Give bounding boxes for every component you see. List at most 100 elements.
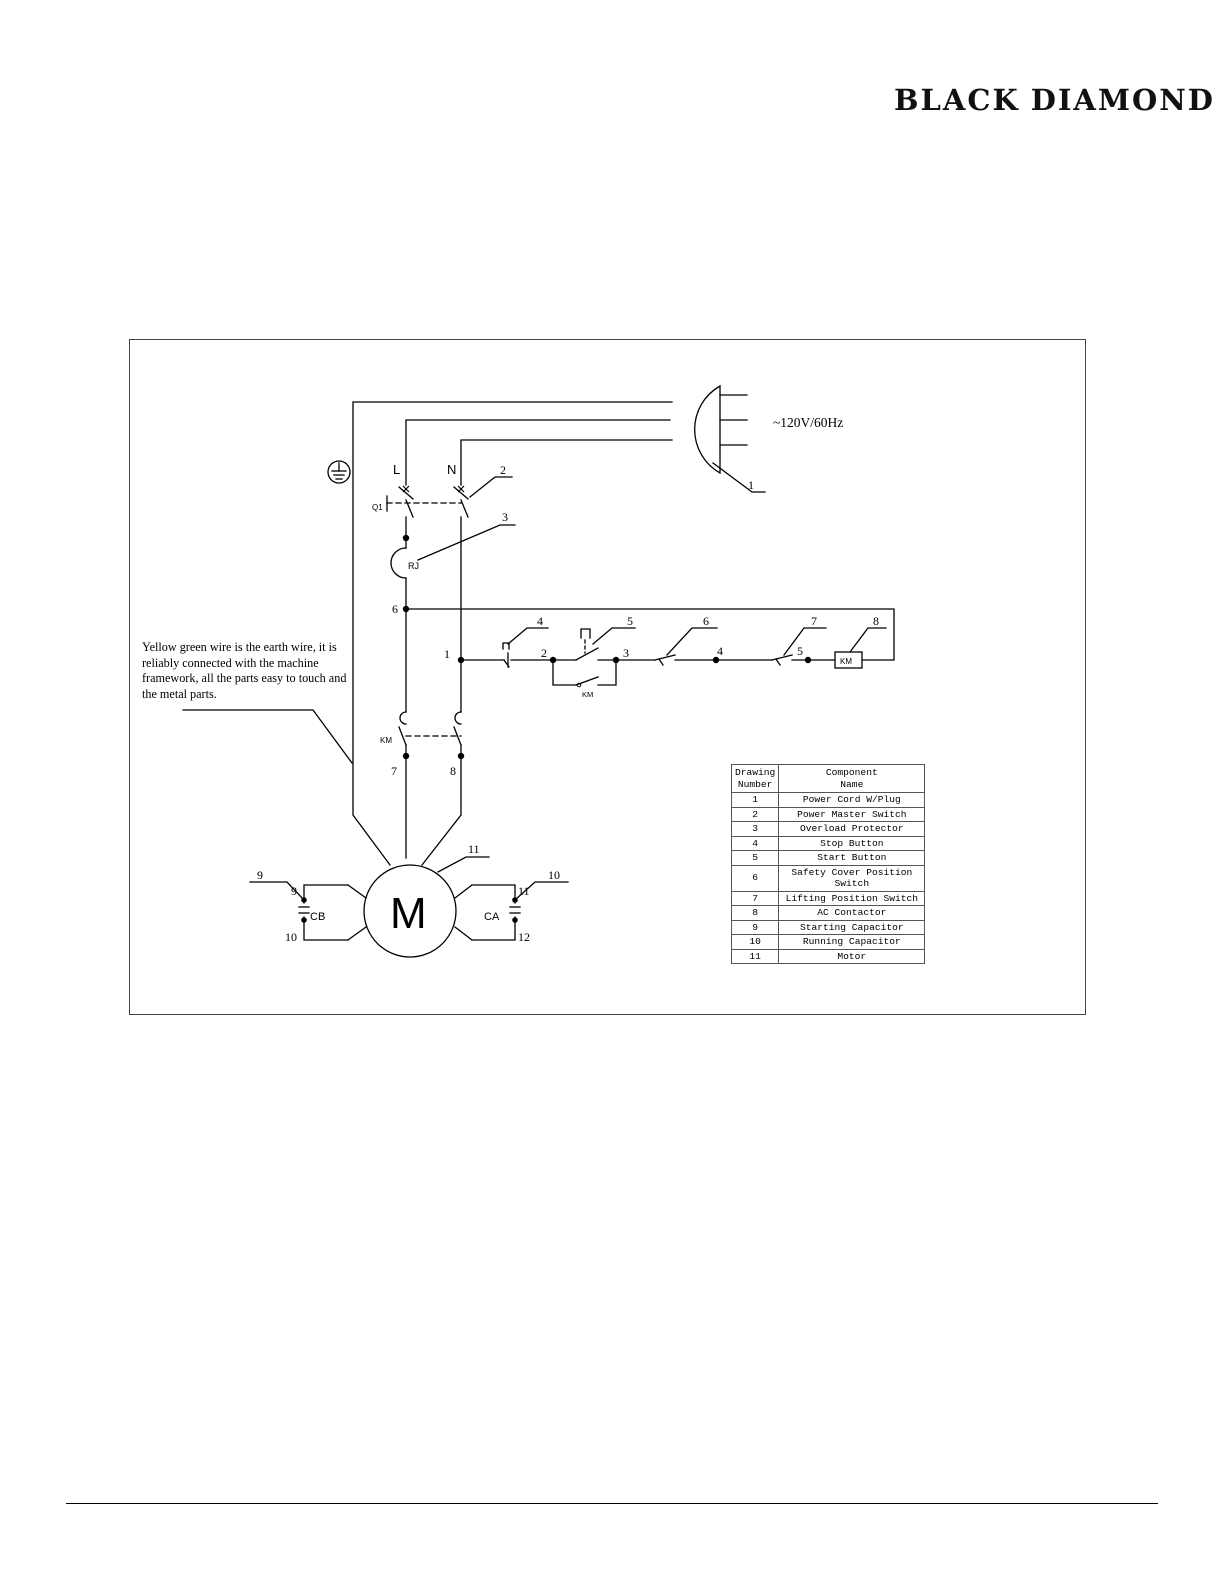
earth-note-leader <box>182 709 353 764</box>
junction-dot <box>457 752 465 760</box>
node-label-4: 4 <box>717 644 723 658</box>
brand-right: DIAMOND <box>1030 83 1215 117</box>
breaker-label: Q1 <box>372 503 383 512</box>
terminal-label-12: 12 <box>518 930 530 944</box>
junction-dot <box>804 656 812 664</box>
contactor-contact-n <box>454 711 462 725</box>
breaker-blade-n <box>460 499 469 518</box>
callout-leader-3 <box>417 524 516 561</box>
footer-rule <box>66 1503 1158 1504</box>
callout-3: 3 <box>502 510 508 524</box>
callout-leader-5 <box>592 627 636 645</box>
cap-run-lead <box>454 926 473 941</box>
line-wire <box>405 419 671 486</box>
junction-dot <box>549 656 557 664</box>
junction-dot <box>402 534 410 542</box>
brand-left: BLACK <box>894 83 1020 117</box>
ground-icon <box>327 460 351 484</box>
safety-switch-actuator <box>658 658 664 666</box>
junction-dot <box>457 656 465 664</box>
lifting-switch <box>771 654 793 661</box>
aux-contact <box>575 676 599 686</box>
cap-start-wire <box>303 884 349 904</box>
terminal-label-9: 9 <box>291 884 297 898</box>
contactor-coil-label: KM <box>840 657 852 666</box>
start-button-icon <box>580 628 591 639</box>
start-contact <box>575 647 599 661</box>
lifting-switch-actuator <box>775 658 781 666</box>
callout-1: 1 <box>748 478 754 492</box>
callout-leader-10 <box>514 881 569 901</box>
neutral-wire <box>460 439 673 486</box>
contactor-main-label: KM <box>380 736 392 745</box>
junction-dot <box>301 897 307 903</box>
junction-dot <box>512 897 518 903</box>
node-label-5: 5 <box>797 644 803 658</box>
callout-10: 10 <box>548 868 560 882</box>
junction-dot <box>712 656 720 664</box>
phase-label-l: L <box>393 462 400 477</box>
junction-dot <box>512 917 518 923</box>
cap-start-label: CB <box>310 911 325 923</box>
earth-wire <box>352 401 673 866</box>
callout-11: 11 <box>468 842 480 856</box>
aux-wire <box>597 659 617 686</box>
cap-run-wire <box>471 884 516 904</box>
junction-dot <box>402 605 410 613</box>
plug-body <box>694 384 721 475</box>
earth-wire-note: Yellow green wire is the earth wire, it … <box>142 640 347 701</box>
aux-wire <box>552 659 577 686</box>
callout-6: 6 <box>703 614 709 628</box>
overload-protector <box>390 547 407 579</box>
breaker-contact-l <box>398 486 414 500</box>
callout-9: 9 <box>257 868 263 882</box>
cap-run-label: CA <box>484 911 500 923</box>
cap-run-wire <box>471 916 516 941</box>
phase-label-n: N <box>447 462 456 477</box>
junction-dot <box>402 752 410 760</box>
node-label-6: 6 <box>392 602 398 616</box>
motor-symbol <box>363 864 457 958</box>
callout-8: 8 <box>873 614 879 628</box>
diagram-frame <box>129 339 1086 1015</box>
junction-dot <box>612 656 620 664</box>
cap-start-lead <box>347 884 367 899</box>
callout-leader-9 <box>249 881 305 901</box>
breaker-contact-n <box>453 486 469 500</box>
supply-label: ~120V/60Hz <box>773 415 843 430</box>
cap-run-lead <box>454 884 473 899</box>
node-label-1: 1 <box>444 647 450 661</box>
node-label-2: 2 <box>541 646 547 660</box>
terminal-label-11: 11 <box>518 884 530 898</box>
terminal-label-8: 8 <box>450 764 456 778</box>
node-label-3: 3 <box>623 646 629 660</box>
callout-leader-2 <box>469 476 513 498</box>
overload-label: RJ <box>408 561 419 571</box>
junction-dot <box>301 917 307 923</box>
motor-lead-8 <box>421 744 462 866</box>
contactor-contact-l <box>399 711 407 725</box>
callout-4: 4 <box>537 614 543 628</box>
callout-7: 7 <box>811 614 817 628</box>
contactor-coil <box>834 651 863 669</box>
callout-leader-6 <box>666 627 718 656</box>
control-wire-top <box>405 608 895 661</box>
contactor-blade-l <box>398 726 407 746</box>
callout-5: 5 <box>627 614 633 628</box>
motor-label: M <box>390 889 427 938</box>
callout-leader-7 <box>783 627 827 656</box>
callout-leader-1 <box>712 462 766 493</box>
terminal-label-7: 7 <box>391 764 397 778</box>
